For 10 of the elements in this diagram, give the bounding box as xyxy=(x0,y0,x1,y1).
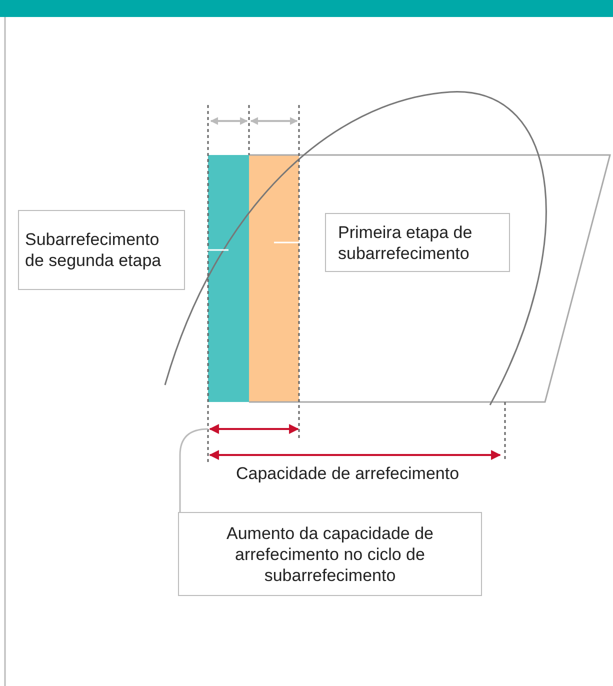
callout-box xyxy=(18,210,185,290)
subcooling-band xyxy=(208,155,249,402)
callout-text: Aumento da capacidade de arrefecimento no ciclo de subarrefecimento xyxy=(226,522,434,586)
callout-text: Primeira etapa de subarrefecimento xyxy=(338,222,474,264)
callout-box xyxy=(325,213,510,272)
callout-box xyxy=(178,512,482,596)
subcooling-band xyxy=(249,155,299,402)
callout-text: Subarrefecimento de segunda etapa xyxy=(25,229,162,271)
leader-line xyxy=(179,428,208,512)
dimension-label: Capacidade de arrefecimento xyxy=(236,464,460,484)
